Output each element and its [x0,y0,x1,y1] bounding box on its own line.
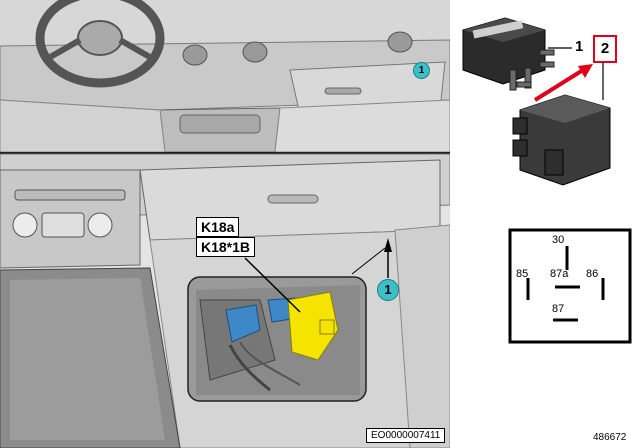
pin-87a-label: 87a [550,268,569,280]
pin-86-label: 86 [586,268,599,280]
socket-part-label: 2 [593,35,617,63]
pin-85-label: 85 [516,268,529,280]
relay-socket-illustration [462,17,611,186]
pin-87-label: 87 [552,303,565,315]
relay-key-secondary: K18*1B [196,237,256,257]
relay-pin-schematic [508,228,632,344]
callout-top: 1 [413,62,430,79]
pin-30-label: 30 [552,234,565,246]
relay-part-label: 1 [575,38,584,55]
vehicle-interior-illustration [0,0,450,448]
reference-code: EO0000007411 [366,428,446,443]
callout-bottom: 1 [377,279,399,301]
relay-key-primary: K18a [196,217,240,237]
document-number: 486672 [593,432,627,443]
